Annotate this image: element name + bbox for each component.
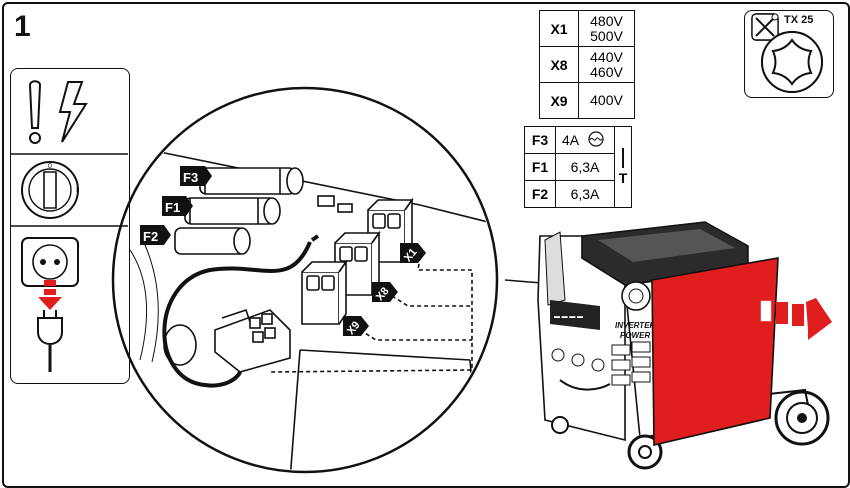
fuse-tag-f2: F2 (140, 225, 171, 245)
connector-key: X8 (539, 46, 579, 83)
connector-tag-x8: X8 (372, 282, 398, 303)
svg-text:0: 0 (48, 163, 52, 170)
fuse-table: F3 4A T F1 6,3A F2 6,3A (524, 126, 632, 208)
machine-model-text: INVERTER (615, 321, 656, 330)
step-number: 1 (14, 10, 31, 43)
fuse-tag-f1: F1 (162, 196, 193, 216)
fuse-row: F2 6,3A (524, 180, 632, 208)
fuse-tag-label: F1 (165, 200, 180, 215)
voltage-row: X9 400V (539, 82, 635, 119)
voltage-table: X1 480V 500V X8 440V 460V X9 400V (539, 10, 635, 119)
voltage-line: 440V (590, 48, 623, 65)
svg-text:▬ ▬ ▬ ▬: ▬ ▬ ▬ ▬ (554, 314, 583, 320)
power-switch-off-icon: 0 I (21, 161, 79, 219)
welding-machine: ▬ ▬ ▬ ▬ INVERTER POWER (537, 221, 830, 470)
voltage-value: 480V 500V (578, 10, 635, 47)
detail-magnifier: F3 F1 F2 X1 X8 X9 (111, 86, 629, 474)
fuse-key: F2 (524, 180, 556, 208)
voltage-line: 480V (590, 12, 623, 29)
fuse-value: 6,3A (555, 180, 615, 208)
unplug-mains-icon (21, 237, 79, 372)
warning-voltage-icon (28, 80, 88, 144)
fuse-value: 4A (555, 126, 615, 154)
fuse-tag-label: F2 (143, 229, 158, 244)
fuse-type-label: T (618, 170, 628, 186)
fuse-value: 6,3A (555, 153, 615, 181)
fuse-key: F1 (524, 153, 556, 181)
terminal-block-x9 (301, 259, 348, 325)
fuse-type-cell: T (614, 126, 632, 208)
voltage-line: 400V (590, 92, 623, 108)
fuse-tag-f3: F3 (180, 166, 212, 186)
svg-text:I: I (76, 187, 78, 194)
cable-plug (214, 308, 291, 373)
voltage-value: 440V 460V (578, 46, 635, 83)
voltage-line: 460V (590, 63, 623, 80)
fuse-holder-f1 (184, 197, 281, 225)
tool-label: TX 25 (784, 14, 814, 26)
fuse-holder-f3 (199, 167, 304, 195)
safety-panel (10, 68, 130, 384)
side-panel-removed (651, 257, 779, 447)
cable (162, 241, 312, 388)
voltage-row: X1 480V 500V (539, 10, 635, 47)
fuse-row: F1 6,3A (524, 153, 632, 181)
fuse-key: F3 (524, 126, 556, 154)
machine-model-text: POWER (620, 331, 650, 340)
fuse-rating: 4A (562, 132, 580, 148)
fuse-holder-f2 (174, 227, 251, 255)
tool-box (744, 10, 834, 98)
fuse-tag-label: F3 (183, 170, 198, 185)
voltage-value: 400V (578, 82, 635, 119)
connector-key: X9 (539, 82, 579, 119)
connection-lines (269, 256, 473, 373)
fuse-row: F3 4A T (524, 126, 632, 208)
voltage-row: X8 440V 460V (539, 46, 635, 83)
voltage-line: 500V (590, 27, 623, 44)
remove-panel-arrow-icon (759, 298, 832, 340)
connector-key: X1 (539, 10, 579, 47)
